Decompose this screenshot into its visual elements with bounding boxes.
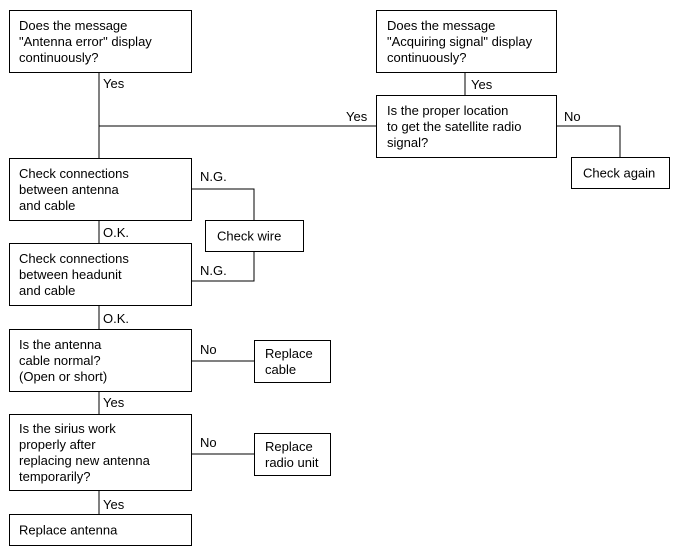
connector-headunit-cable-to-check-wire [191, 251, 255, 282]
antenna-error-question-text-line: Does the message [19, 18, 127, 33]
ng-antenna-cable-label: N.G. [200, 169, 227, 184]
check-again-box: Check again [571, 157, 670, 189]
check-wire-box: Check wire [205, 220, 304, 252]
acquiring-signal-question-box: Does the message"Acquiring signal" displ… [376, 10, 557, 73]
replace-radio-unit-rect [254, 433, 331, 476]
check-again-text-line: Check again [583, 166, 655, 181]
antenna-error-question-text-line: continuously? [19, 50, 99, 65]
ok-antenna-cable-label: O.K. [103, 225, 129, 240]
flowchart-boxes: Does the message"Antenna error" displayc… [9, 10, 670, 546]
antenna-error-question-box: Does the message"Antenna error" displayc… [9, 10, 192, 73]
proper-location-question-text-line: to get the satellite radio [387, 119, 521, 134]
sirius-work-question-rect [9, 414, 192, 491]
yes-proper-location-label: Yes [346, 109, 368, 124]
acquiring-signal-question-text-line: Does the message [387, 18, 495, 33]
antenna-cable-normal-question-text-line: (Open or short) [19, 369, 107, 384]
sirius-work-question-text-line: replacing new antenna [19, 453, 151, 468]
acquiring-signal-question-rect [376, 10, 557, 73]
sirius-work-question-text-line: Is the sirius work [19, 421, 116, 436]
check-antenna-cable-text-line: Check connections [19, 166, 129, 181]
check-antenna-cable-rect [9, 158, 192, 221]
proper-location-question-text-line: Is the proper location [387, 103, 508, 118]
check-antenna-cable-text-line: between antenna [19, 182, 120, 197]
replace-cable-text-line: Replace [265, 346, 313, 361]
check-headunit-cable-text-line: and cable [19, 283, 75, 298]
replace-cable-text-line: cable [265, 362, 296, 377]
acquiring-signal-question-text-line: "Acquiring signal" display [387, 34, 533, 49]
connector-antenna-cable-to-check-wire [191, 188, 255, 220]
replace-antenna-rect [9, 514, 192, 546]
antenna-error-question-rect [9, 10, 192, 73]
antenna-cable-normal-question-text-line: cable normal? [19, 353, 101, 368]
sirius-work-question-text-line: properly after [19, 437, 96, 452]
check-headunit-cable-text-line: Check connections [19, 251, 129, 266]
antenna-cable-normal-question-rect [9, 329, 192, 392]
proper-location-question-rect [376, 95, 557, 158]
check-headunit-cable-text-line: between headunit [19, 267, 122, 282]
ok-headunit-cable-label: O.K. [103, 311, 129, 326]
ng-headunit-cable-label: N.G. [200, 263, 227, 278]
replace-antenna-text-line: Replace antenna [19, 523, 118, 538]
replace-cable-rect [254, 340, 331, 383]
no-sirius-work-label: No [200, 435, 217, 450]
no-cable-normal-label: No [200, 342, 217, 357]
check-wire-text-line: Check wire [217, 229, 281, 244]
connector-location-to-check-again [556, 125, 621, 157]
replace-radio-unit-text-line: radio unit [265, 455, 319, 470]
acquiring-signal-question-text-line: continuously? [387, 50, 467, 65]
proper-location-question-text-line: signal? [387, 135, 428, 150]
yes-acquiring-signal-label: Yes [471, 77, 493, 92]
no-proper-location-label: No [564, 109, 581, 124]
check-wire-rect [205, 220, 304, 252]
yes-antenna-error-label: Yes [103, 76, 125, 91]
yes-cable-normal-label: Yes [103, 395, 125, 410]
check-antenna-cable-text-line: and cable [19, 198, 75, 213]
flowchart-connectors [98, 72, 621, 514]
yes-sirius-work-label: Yes [103, 497, 125, 512]
replace-radio-unit-text-line: Replace [265, 439, 313, 454]
check-again-rect [571, 157, 670, 189]
antenna-error-question-text-line: "Antenna error" display [19, 34, 152, 49]
sirius-work-question-text-line: temporarily? [19, 469, 91, 484]
antenna-cable-normal-question-text-line: Is the antenna [19, 337, 102, 352]
replace-antenna-box: Replace antenna [9, 514, 192, 546]
check-headunit-cable-rect [9, 243, 192, 306]
